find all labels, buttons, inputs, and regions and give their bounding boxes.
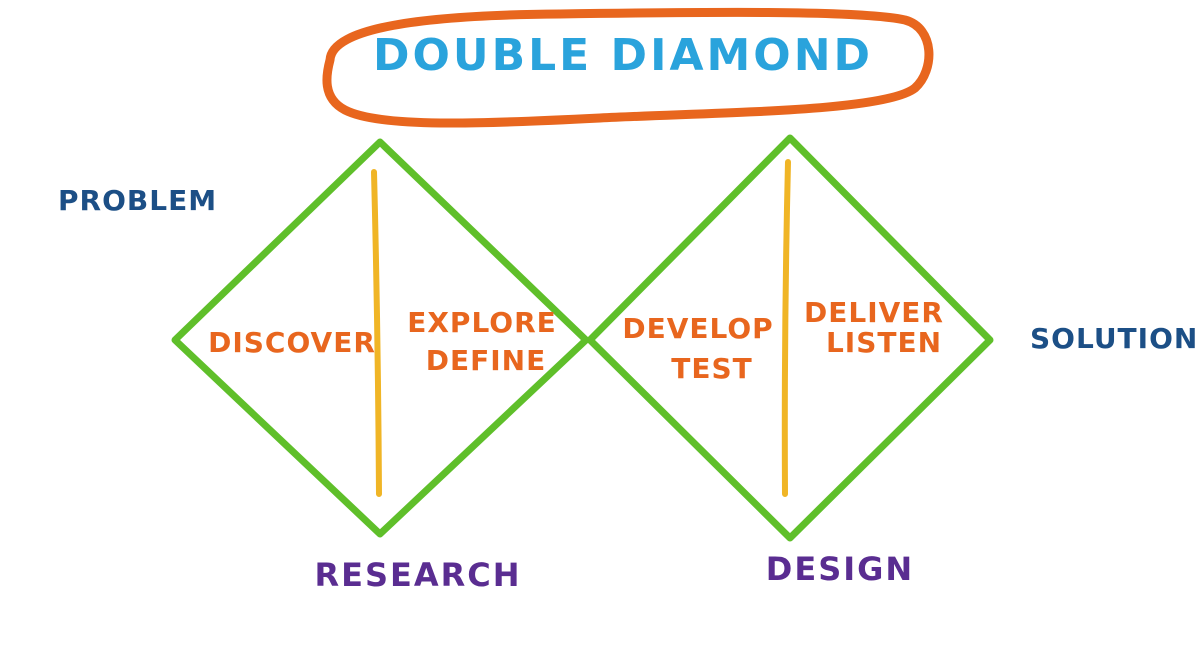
left-diamond [171, 138, 590, 538]
title-outline [322, 7, 934, 128]
phase-deliver: DELIVER [804, 296, 944, 329]
phase-define: DEFINE [426, 344, 546, 377]
phase-explore: EXPLORE [407, 306, 557, 339]
solution-label: SOLUTION [1030, 322, 1198, 355]
left-divider [371, 169, 382, 497]
problem-label: PROBLEM [58, 184, 217, 217]
research-label: RESEARCH [314, 556, 521, 594]
right-diamond [586, 134, 994, 542]
design-label: DESIGN [766, 550, 914, 588]
phase-develop: DEVELOP [622, 312, 773, 345]
diagram-title: DOUBLE DIAMOND [373, 30, 873, 81]
phase-test: TEST [671, 352, 753, 385]
phase-discover: DISCOVER [208, 326, 376, 359]
right-divider [781, 159, 791, 497]
phase-listen: LISTEN [826, 326, 942, 359]
